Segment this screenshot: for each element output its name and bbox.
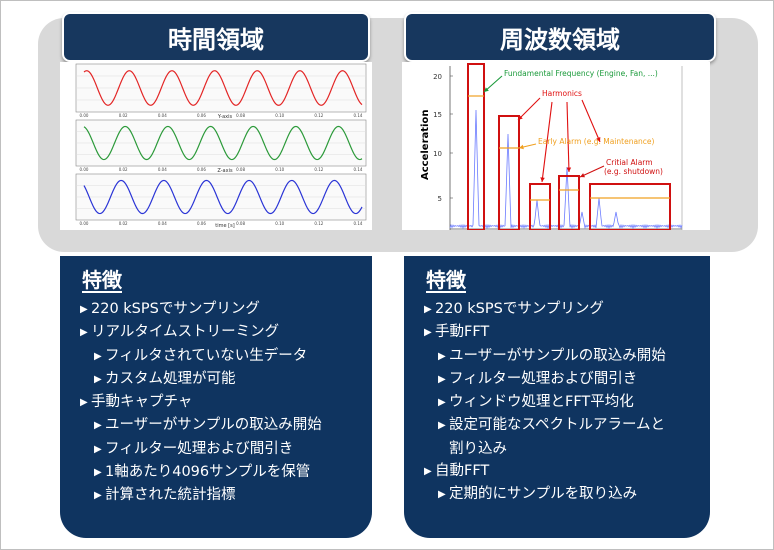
- fundamental-frequency-label: Fundamental Frequency (Engine, Fan, ...): [504, 69, 658, 78]
- x-tick-label: 0.02: [119, 221, 128, 226]
- x-tick-label: 0.02: [119, 167, 128, 172]
- y-tick-label: 10: [433, 150, 442, 158]
- time-x-label: time [s]: [215, 223, 234, 229]
- feature-item: ▶手動FFT: [424, 321, 666, 344]
- x-tick-label: 0.12: [314, 113, 323, 118]
- y-axis-subplot-title: Y-axis: [217, 114, 233, 120]
- critical-alarm-label: Critial Alarm: [606, 158, 653, 167]
- x-tick-label: 0.12: [314, 221, 323, 226]
- sine-trace: [83, 70, 363, 106]
- feature-item: ▶定期的にサンプルを取り込み: [424, 483, 666, 506]
- x-tick-label: 0.08: [236, 167, 245, 172]
- y-tick-label: 20: [433, 73, 442, 81]
- arrow-head-icon: [518, 115, 523, 120]
- bullet-triangle-icon: ▶: [80, 304, 88, 315]
- x-tick-label: 0.06: [197, 113, 206, 118]
- frequency-domain-features-panel: 特徴 ▶220 kSPSでサンプリング▶手動FFT▶ユーザーがサンプルの取込み開…: [404, 256, 710, 538]
- x-tick-label: 0.00: [80, 167, 89, 172]
- feature-item: ▶ユーザーがサンプルの取込み開始: [424, 345, 666, 368]
- bullet-triangle-icon: ▶: [94, 373, 102, 385]
- arrow-head-icon: [596, 137, 601, 142]
- x-tick-label: 0.10: [275, 113, 284, 118]
- arrow-head-icon: [580, 173, 585, 178]
- feature-item: ▶カスタム処理が可能: [80, 368, 322, 391]
- x-tick-label: 0.10: [275, 167, 284, 172]
- feature-item: ▶自動FFT: [424, 460, 666, 483]
- harmonics-label: Harmonics: [542, 89, 582, 98]
- x-tick-label: 0.04: [158, 167, 167, 172]
- x-tick-label: 0.00: [80, 113, 89, 118]
- y-tick-label: 5: [438, 195, 442, 203]
- sine-trace: [83, 179, 363, 215]
- feature-item: ▶ユーザーがサンプルの取込み開始: [80, 414, 322, 437]
- feature-item: ▶計算された統計指標: [80, 484, 322, 507]
- feature-item: ▶220 kSPSでサンプリング: [80, 298, 322, 321]
- time-features-heading: 特徴: [82, 268, 122, 292]
- bullet-triangle-icon: ▶: [80, 397, 88, 409]
- bullet-triangle-icon: ▶: [438, 373, 446, 385]
- harmonics-arrow: [541, 101, 553, 183]
- feature-item: ▶1軸あたり4096サンプルを保管: [80, 461, 322, 484]
- x-tick-label: 0.14: [354, 167, 363, 172]
- feature-item: ▶フィルタされていない生データ: [80, 345, 322, 368]
- bullet-triangle-icon: ▶: [94, 420, 102, 432]
- bullet-triangle-icon: ▶: [438, 489, 446, 501]
- bullet-triangle-icon: ▶: [424, 304, 432, 315]
- frequency-domain-chart: 20 15 10 5 Acceleration Fundamental Frequen…: [402, 62, 710, 231]
- frequency-features-list: ▶220 kSPSでサンプリング▶手動FFT▶ユーザーがサンプルの取込み開始▶フ…: [424, 298, 666, 507]
- x-tick-label: 0.00: [80, 221, 89, 226]
- arrow-head-icon: [540, 177, 545, 182]
- spectrum-trace: [449, 109, 683, 230]
- bullet-triangle-icon: ▶: [80, 327, 88, 339]
- harmonics-arrow: [566, 101, 570, 173]
- x-tick-label: 0.12: [314, 167, 323, 172]
- feature-item: ▶フィルター処理および間引き: [80, 438, 322, 461]
- frequency-domain-title: 周波数領域: [404, 12, 716, 62]
- x-tick-label: 0.06: [197, 167, 206, 172]
- x-tick-label: 0.04: [158, 113, 167, 118]
- x-tick-label: 0.14: [354, 113, 363, 118]
- bullet-triangle-icon: ▶: [438, 397, 446, 409]
- feature-item: 割り込み: [449, 440, 507, 457]
- x-tick-label: 0.06: [197, 221, 206, 226]
- feature-item: ▶フィルター処理および間引き: [424, 368, 666, 391]
- time-domain-title: 時間領域: [62, 12, 370, 62]
- y-tick-label: 15: [433, 111, 442, 119]
- bullet-triangle-icon: ▶: [94, 467, 102, 479]
- acceleration-axis-label: Acceleration: [420, 110, 431, 180]
- bullet-triangle-icon: ▶: [424, 466, 432, 478]
- z-axis-subplot-title: Z-axis: [217, 168, 233, 174]
- early-alarm-label: Early Alarm (e.g. Maintenance): [538, 137, 655, 146]
- feature-item: ▶手動キャプチャ: [80, 391, 322, 414]
- sine-trace: [83, 125, 363, 161]
- x-tick-label: 0.08: [236, 113, 245, 118]
- bullet-triangle-icon: ▶: [94, 490, 102, 502]
- bullet-triangle-icon: ▶: [438, 420, 446, 432]
- time-domain-chart: 0.00 0.02 0.04 0.06 0.08 0.10 0.12 0.14 0.00 0.02…: [60, 62, 372, 230]
- x-tick-label: 0.08: [236, 221, 245, 226]
- time-features-list: ▶220 kSPSでサンプリング▶リアルタイムストリーミング▶フィルタされていな…: [80, 298, 322, 508]
- x-tick-label: 0.02: [119, 113, 128, 118]
- bullet-triangle-icon: ▶: [424, 327, 432, 339]
- arrow-head-icon: [484, 87, 489, 92]
- feature-item: ▶リアルタイムストリーミング: [80, 321, 322, 344]
- bullet-triangle-icon: ▶: [94, 443, 102, 455]
- x-tick-label: 0.14: [354, 221, 363, 226]
- feature-item: ▶220 kSPSでサンプリング: [424, 298, 666, 321]
- harmonics-arrow: [581, 99, 601, 143]
- critical-alarm-box: [467, 63, 485, 231]
- arrow-head-icon: [566, 167, 572, 172]
- time-domain-features-panel: 特徴 ▶220 kSPSでサンプリング▶リアルタイムストリーミング▶フィルタされ…: [60, 256, 372, 538]
- arrow-head-icon: [519, 144, 524, 150]
- feature-item: ▶ウィンドウ処理とFFT平均化: [424, 391, 666, 414]
- x-tick-label: 0.04: [158, 221, 167, 226]
- feature-item: ▶設定可能なスペクトルアラームと: [424, 414, 666, 437]
- frequency-features-heading: 特徴: [426, 268, 466, 292]
- bullet-triangle-icon: ▶: [94, 350, 102, 362]
- x-tick-label: 0.10: [275, 221, 284, 226]
- critical-alarm-sublabel: (e.g. shutdown): [604, 167, 663, 176]
- bullet-triangle-icon: ▶: [438, 350, 446, 362]
- harmonics-arrow: [517, 97, 541, 121]
